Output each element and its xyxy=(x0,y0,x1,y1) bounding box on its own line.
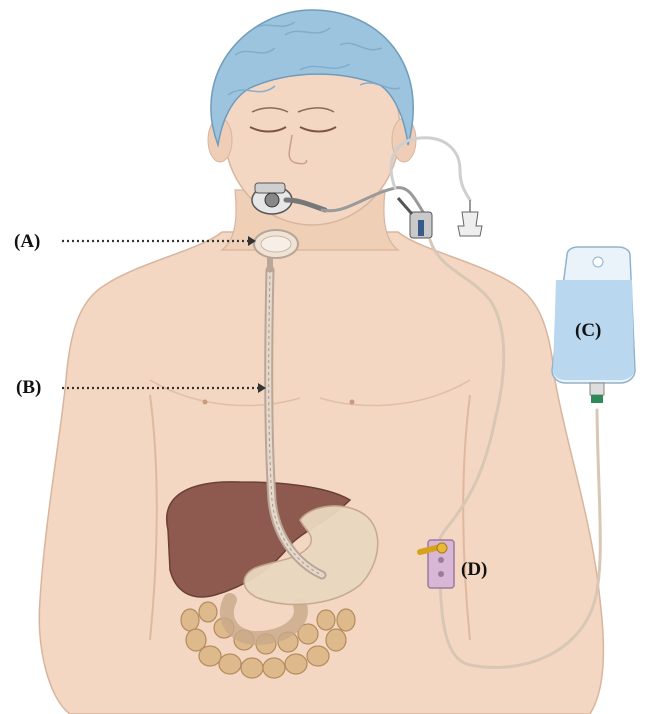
feeding-bag: (C) xyxy=(552,247,635,403)
label-d: (D) xyxy=(461,559,487,580)
patient-body xyxy=(39,190,603,714)
label-b: (B) xyxy=(16,377,41,398)
syringe-connector-icon xyxy=(398,198,482,238)
torso xyxy=(39,232,603,714)
label-a: (A) xyxy=(14,231,40,252)
label-c: (C) xyxy=(575,320,601,341)
